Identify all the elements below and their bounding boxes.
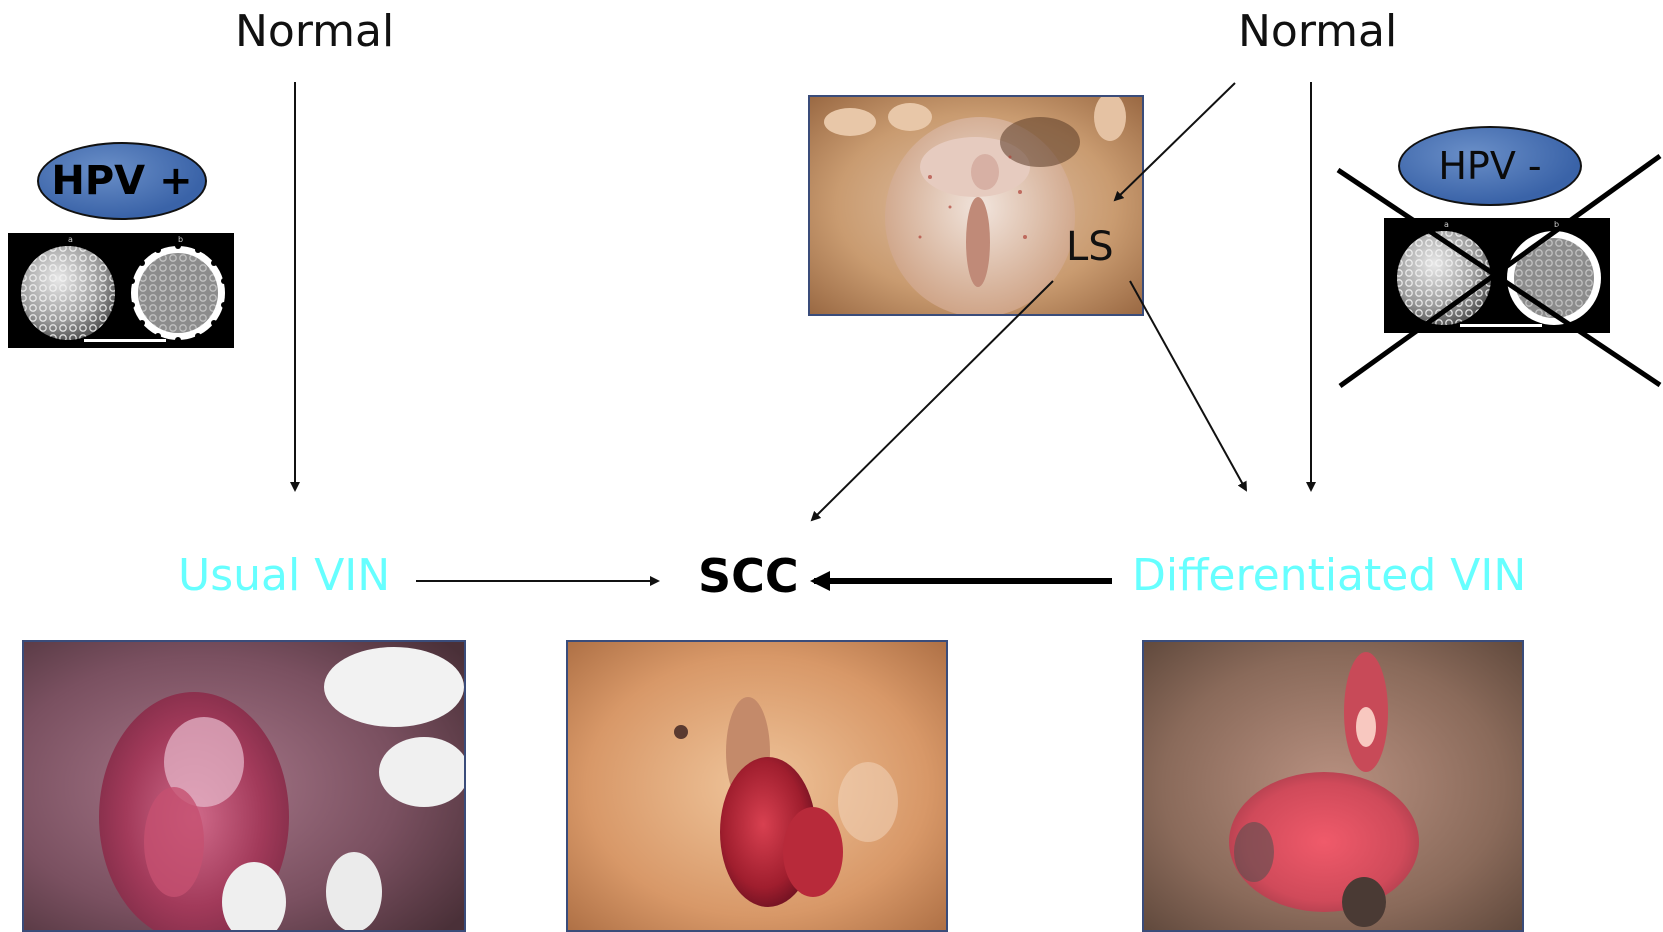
arrow-diff-vin-to-scc-head bbox=[810, 571, 830, 591]
hpv-virus-icon: a b bbox=[1384, 218, 1610, 333]
hpv-positive-label: HPV + bbox=[51, 161, 192, 201]
clinical-photo-image bbox=[24, 642, 464, 930]
differentiated-vin-label: Differentiated VIN bbox=[1132, 554, 1526, 598]
lichen-sclerosus-photo bbox=[808, 95, 1144, 316]
panel-caption-a: a bbox=[68, 235, 73, 244]
arrow-ls-to-scc bbox=[812, 281, 1053, 520]
scc-photo bbox=[566, 640, 948, 932]
panel-caption-b: b bbox=[178, 235, 183, 244]
panel-caption-b: b bbox=[1554, 220, 1559, 229]
normal-label-left: Normal bbox=[235, 10, 394, 54]
usual-vin-label: Usual VIN bbox=[178, 554, 390, 598]
normal-label-right: Normal bbox=[1238, 10, 1397, 54]
scc-label: SCC bbox=[698, 553, 799, 599]
hpv-virus-micrograph-left: a b bbox=[8, 233, 234, 348]
usual-vin-photo bbox=[22, 640, 466, 932]
hpv-negative-label: HPV - bbox=[1438, 147, 1541, 185]
hpv-positive-badge: HPV + bbox=[37, 142, 207, 220]
hpv-virus-icon: a b bbox=[8, 233, 234, 348]
arrow-ls-to-diff-vin bbox=[1130, 281, 1246, 490]
hpv-negative-badge: HPV - bbox=[1398, 126, 1582, 206]
ls-label: LS bbox=[1066, 227, 1114, 267]
hpv-virus-micrograph-right: a b bbox=[1384, 218, 1610, 333]
differentiated-vin-photo bbox=[1142, 640, 1524, 932]
clinical-photo-image bbox=[1144, 642, 1522, 930]
panel-caption-a: a bbox=[1444, 220, 1449, 229]
clinical-photo-image bbox=[810, 97, 1142, 314]
clinical-photo-image bbox=[568, 642, 946, 930]
